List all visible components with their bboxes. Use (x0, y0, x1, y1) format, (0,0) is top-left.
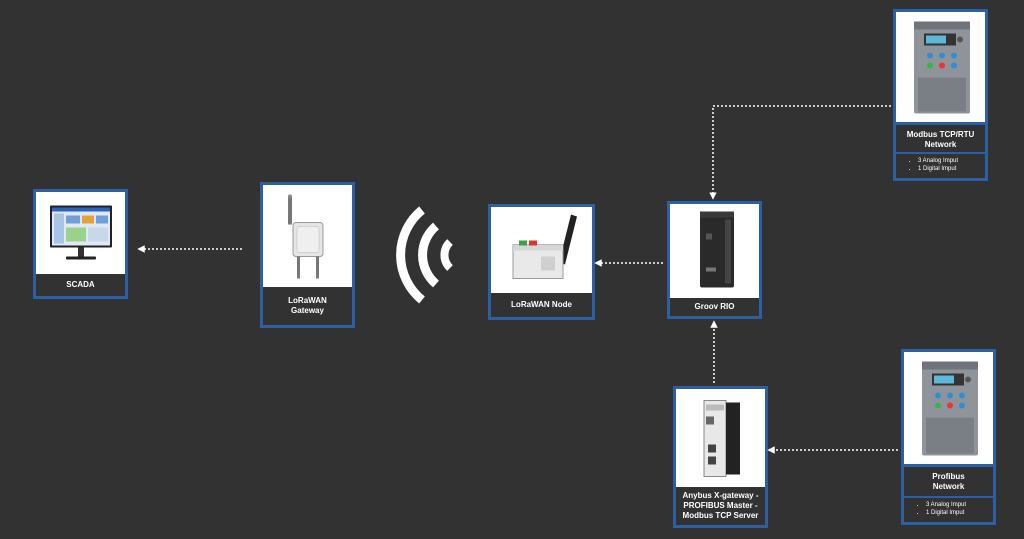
groov-rio-icon (700, 211, 734, 288)
scada-monitor-icon (50, 205, 112, 260)
wireless-signal-icon (396, 206, 453, 304)
modbus-network-notes: 3 Analog Imput 1 Digital Imput (896, 152, 985, 178)
profibus-network-label: Profibus Network (904, 467, 993, 497)
list-item: 3 Analog Imput (918, 157, 985, 165)
list-item: 3 Analog Imput (926, 501, 993, 509)
list-item: 1 Digital Imput (918, 165, 985, 173)
lorawan-gateway-icon (288, 194, 324, 279)
lorawan-node-label: LoRaWAN Node (491, 293, 592, 317)
anybus-gateway-label: Anybus X-gateway - PROFIBUS Master - Mod… (676, 487, 765, 525)
profibus-network-node: Profibus Network 3 Analog Imput 1 Digita… (901, 349, 996, 525)
anybus-gateway-icon (703, 400, 740, 477)
scada-node: SCADA (33, 189, 128, 299)
groov-rio-node: Groov RIO (667, 201, 762, 319)
profibus-network-notes: 3 Analog Imput 1 Digital Imput (904, 496, 993, 522)
lorawan-gateway-label: LoRaWAN Gateway (263, 287, 352, 325)
vfd-drive-icon (922, 361, 978, 456)
anybus-gateway-node: Anybus X-gateway - PROFIBUS Master - Mod… (673, 386, 768, 528)
lorawan-node-node: LoRaWAN Node (488, 204, 595, 320)
connector-modbus-to-groov (709, 105, 891, 200)
scada-label: SCADA (36, 274, 125, 296)
modbus-network-label: Modbus TCP/RTU Network (896, 125, 985, 155)
groov-rio-label: Groov RIO (670, 298, 759, 316)
list-item: 1 Digital Imput (926, 509, 993, 517)
modbus-network-node: Modbus TCP/RTU Network 3 Analog Imput 1 … (893, 9, 988, 181)
lorawan-node-icon (512, 214, 577, 279)
lorawan-gateway-node: LoRaWAN Gateway (260, 182, 355, 328)
vfd-drive-icon (914, 21, 970, 114)
